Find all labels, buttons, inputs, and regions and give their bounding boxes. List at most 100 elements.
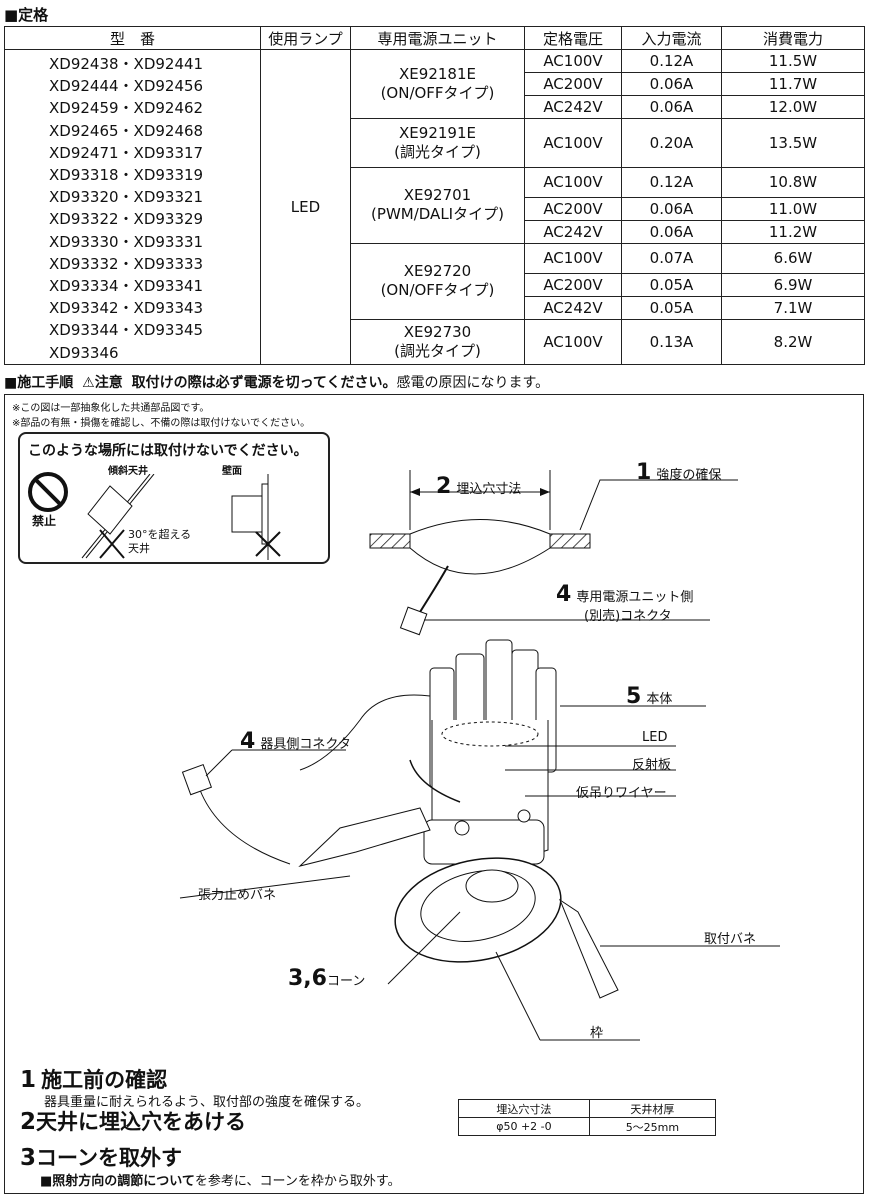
slope-note-1: 30°を超える <box>128 528 192 541</box>
callout-number: 4 <box>556 582 572 607</box>
model-list: XD92438・XD92441 XD92444・XD92456 XD92459・… <box>4 49 261 365</box>
model-item: XD92471・XD93317 <box>49 143 204 162</box>
power-cell: 8.2W <box>721 318 865 365</box>
table-row: AC200V 0.06A 11.0W <box>5 196 865 221</box>
callout-label: 強度の確保 <box>656 468 722 483</box>
unit-cell: XE92191E(調光タイプ) <box>350 118 525 168</box>
unit-cell: XE92701(PWM/DALIタイプ) <box>350 167 525 244</box>
step-title: コーンを取外す <box>36 1146 182 1170</box>
callout-label: 専用電源ユニット側 <box>576 590 694 605</box>
ceiling-thickness-value: 5〜25mm <box>588 1117 717 1136</box>
callout-4a-label-2: (別売)コネクタ <box>584 609 672 624</box>
procedure-heading-line: ■施工手順 ⚠注意 取付けの際は必ず電源を切ってください。感電の原因になります。 <box>4 372 549 392</box>
model-item: XD92459・XD92462 <box>49 99 204 118</box>
unit-type: (ON/OFFタイプ) <box>380 84 495 102</box>
table-row: AC242V 0.06A 12.0W <box>5 95 865 119</box>
procedure-frame <box>4 394 864 1194</box>
step-2: 2天井に埋込穴をあける <box>20 1106 246 1136</box>
prohibited-label: 禁止 <box>32 514 57 528</box>
model-item: XD93344・XD93345 <box>49 321 204 340</box>
voltage-cell: AC100V <box>524 242 622 274</box>
unit-type: (ON/OFFタイプ) <box>380 281 495 300</box>
unit-code: XE92701 <box>403 186 472 205</box>
voltage-cell: AC100V <box>524 318 622 365</box>
step-3-desc: ■照射方向の調節についてを参考に、コーンを枠から取外す。 <box>40 1170 401 1189</box>
table-row: XE92730(調光タイプ) AC100V 0.13A 8.2W <box>5 318 865 365</box>
unit-cell: XE92720(ON/OFFタイプ) <box>350 242 525 320</box>
slope-ceiling-label: 傾斜天井 <box>108 466 148 477</box>
callout-label: 本体 <box>646 692 673 707</box>
model-item: XD93346 <box>49 343 119 362</box>
led-label: LED <box>642 730 668 745</box>
current-cell: 0.06A <box>621 72 722 96</box>
caution-bold: 取付けの際は必ず電源を切ってください。 <box>131 375 397 391</box>
callout-label: 器具側コネクタ <box>260 737 351 752</box>
prohibited-locations-illustration <box>81 474 281 560</box>
rating-heading: ■定格 <box>4 6 49 24</box>
table-row: XE92191E(調光タイプ) AC100V 0.20A 13.5W <box>5 118 865 168</box>
hole-header-size: 埋込穴寸法 <box>458 1099 590 1118</box>
model-item: XD93330・XD93331 <box>49 232 204 251</box>
wall-label: 壁面 <box>222 466 242 477</box>
current-cell: 0.05A <box>621 272 722 297</box>
callout-label: 埋込穴寸法 <box>456 482 522 497</box>
current-cell: 0.12A <box>621 49 722 73</box>
table-row: AC200V 0.06A 11.7W <box>5 72 865 96</box>
model-item: XD92444・XD92456 <box>49 77 204 96</box>
warning-box <box>18 432 330 564</box>
callout-4a: 4 専用電源ユニット側 <box>556 582 693 607</box>
step-number: 2 <box>20 1109 37 1135</box>
step-1-desc: 器具重量に耐えられるよう、取付部の強度を確保する。 <box>44 1095 370 1110</box>
procedure-heading: ■施工手順 <box>4 375 74 391</box>
header-voltage: 定格電圧 <box>524 26 622 50</box>
callout-number: 2 <box>436 474 452 499</box>
voltage-cell: AC200V <box>524 196 622 221</box>
callout-2: 2 埋込穴寸法 <box>436 474 521 499</box>
unit-type: (調光タイプ) <box>394 143 481 161</box>
callout-number: 4 <box>240 729 256 754</box>
power-cell: 12.0W <box>721 95 865 119</box>
current-cell: 0.06A <box>621 95 722 119</box>
step-1: 1 施工前の確認 <box>20 1064 167 1094</box>
step-number: 1 <box>20 1067 37 1093</box>
unit-cell: XE92730(調光タイプ) <box>350 318 525 365</box>
power-cell: 11.2W <box>721 219 865 244</box>
step-number: 3 <box>20 1145 37 1171</box>
header-lamp: 使用ランプ <box>260 26 351 50</box>
current-cell: 0.06A <box>621 219 722 244</box>
model-item: XD93322・XD93329 <box>49 210 204 229</box>
table-row: XD92438・XD92441 XD92444・XD92456 XD92459・… <box>4 49 865 365</box>
lamp-cell: LED <box>260 49 351 365</box>
callout-number: 3,6 <box>288 966 327 991</box>
model-item: XD93320・XD93321 <box>49 188 204 207</box>
power-cell: 13.5W <box>721 118 865 168</box>
header-model: 型 番 <box>4 26 261 50</box>
model-item: XD92438・XD92441 <box>49 55 204 73</box>
wire-label: 仮吊りワイヤー <box>576 786 667 801</box>
voltage-cell: AC242V <box>524 219 622 244</box>
current-cell: 0.12A <box>621 167 722 198</box>
current-cell: 0.07A <box>621 242 722 274</box>
hole-header-thickness: 天井材厚 <box>588 1099 717 1118</box>
unit-type: (調光タイプ) <box>394 341 481 360</box>
callout-4b: 4 器具側コネクタ <box>240 729 351 754</box>
note-2: ※部品の有無・損傷を確認し、不備の際は取付けないでください。 <box>12 418 311 429</box>
callout-1: 1 強度の確保 <box>636 460 721 485</box>
model-item: XD93342・XD93343 <box>49 299 204 318</box>
table-row: AC242V 0.05A 7.1W <box>5 295 865 320</box>
step-title: 天井に埋込穴をあける <box>36 1110 247 1134</box>
caution-label: ⚠注意 <box>82 375 123 391</box>
voltage-cell: AC100V <box>524 167 622 198</box>
unit-code: XE92720 <box>403 262 472 281</box>
unit-cell: XE92181E(ON/OFFタイプ) <box>350 49 525 119</box>
caution-rest: 感電の原因になります。 <box>396 375 550 391</box>
power-cell: 11.7W <box>721 72 865 96</box>
callout-number: 1 <box>636 460 652 485</box>
voltage-cell: AC100V <box>524 118 622 168</box>
callout-5: 5 本体 <box>626 684 672 709</box>
step-3: 3コーンを取外す <box>20 1142 182 1172</box>
power-cell: 10.8W <box>721 167 865 198</box>
voltage-cell: AC242V <box>524 295 622 320</box>
voltage-cell: AC100V <box>524 49 622 73</box>
prohibited-icon <box>28 472 68 512</box>
